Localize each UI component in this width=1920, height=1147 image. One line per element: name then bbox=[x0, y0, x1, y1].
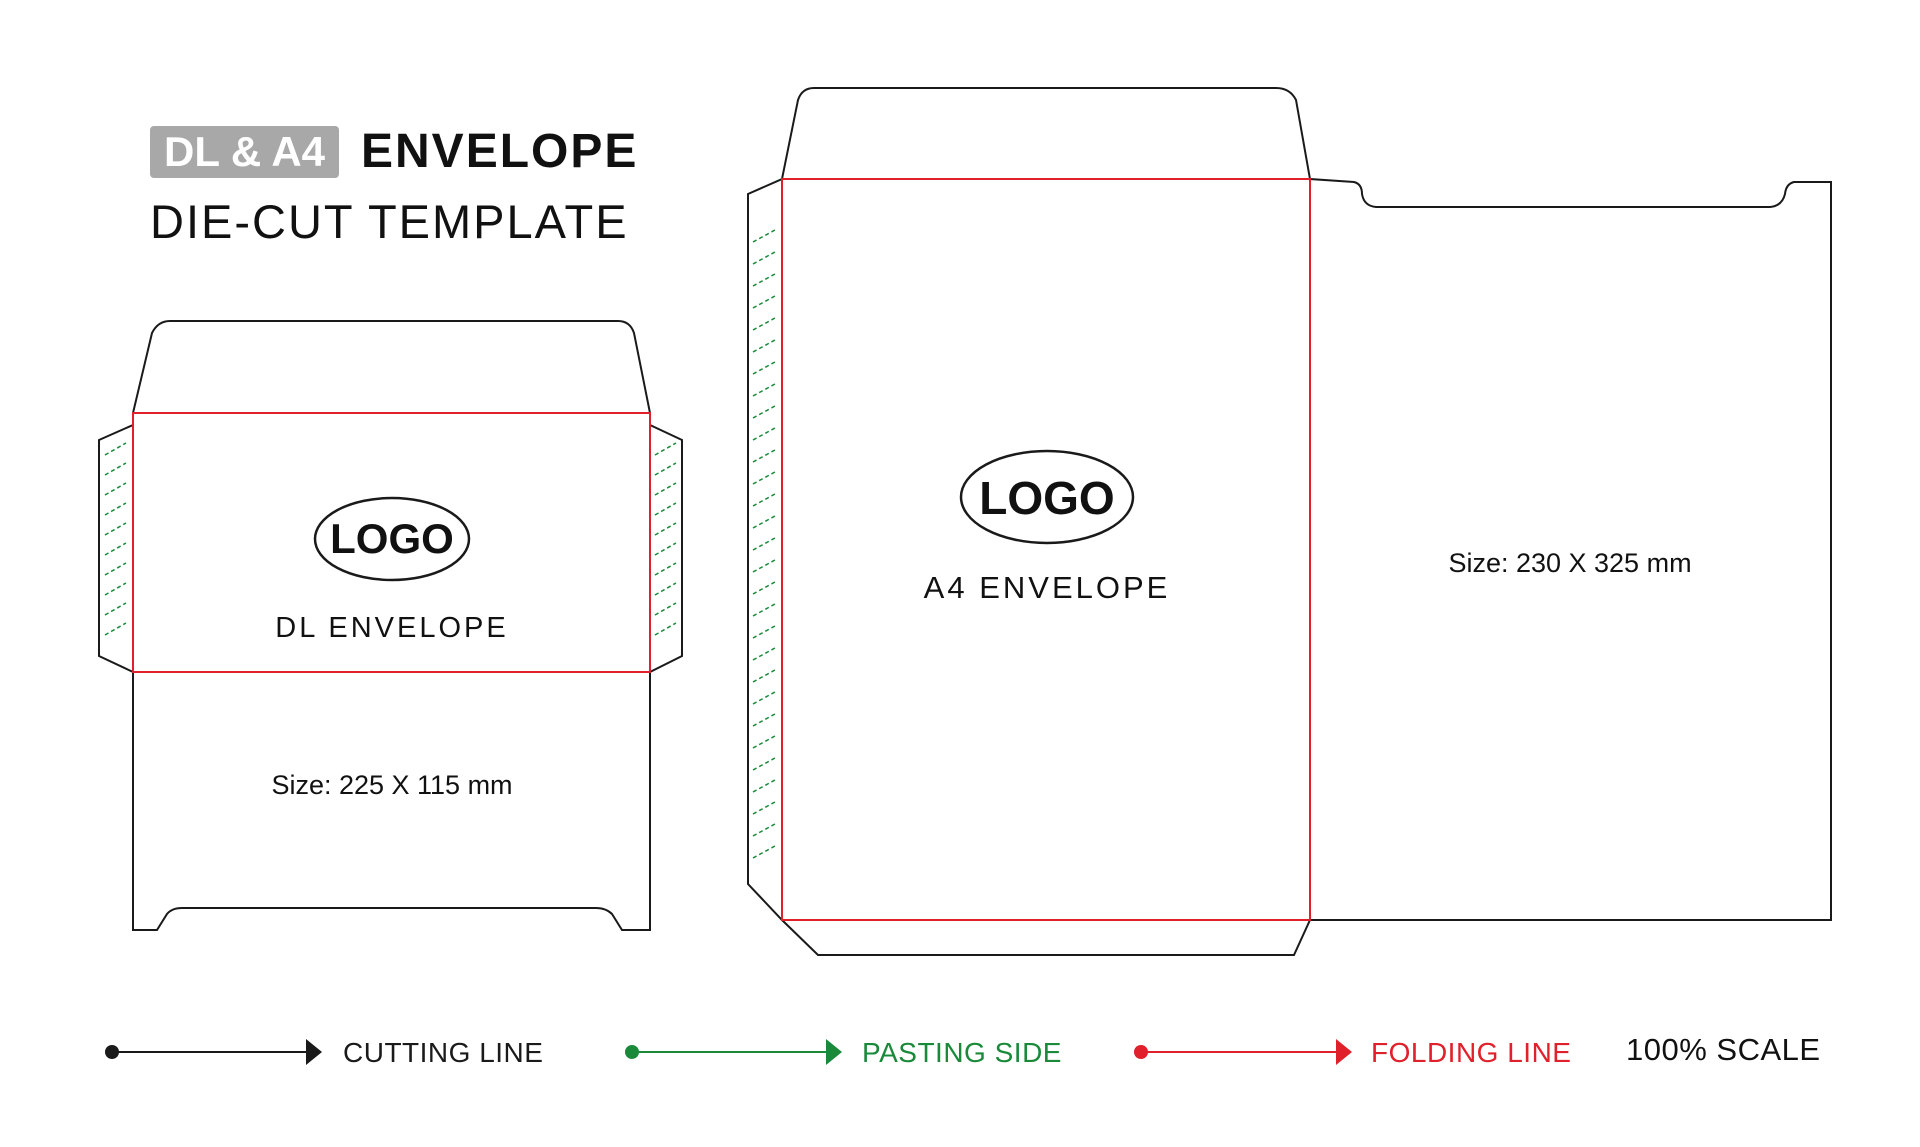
scale-label: 100% SCALE bbox=[1626, 1032, 1821, 1067]
dl-logo-text: LOGO bbox=[330, 515, 454, 562]
dl-cut-line bbox=[98, 320, 683, 931]
a4-fold-line bbox=[781, 178, 1311, 921]
title-badge: DL & A4 bbox=[150, 126, 340, 178]
dl-logo-ellipse bbox=[313, 496, 471, 582]
a4-envelope-template bbox=[747, 87, 1832, 956]
dl-paste-right bbox=[654, 442, 677, 636]
a4-logo-text: LOGO bbox=[979, 472, 1115, 524]
legend-pasting-arrow bbox=[625, 1039, 842, 1065]
dl-envelope-size: Size: 225 X 115 mm bbox=[271, 770, 513, 800]
a4-envelope-name: A4 ENVELOPE bbox=[923, 570, 1171, 605]
dl-envelope-template bbox=[98, 320, 683, 931]
legend-cutting-arrow bbox=[105, 1039, 322, 1065]
a4-logo-ellipse bbox=[959, 449, 1135, 545]
page-title: ENVELOPE bbox=[361, 125, 639, 178]
legend-cutting-label: CUTTING LINE bbox=[343, 1037, 544, 1068]
page-subtitle: DIE-CUT TEMPLATE bbox=[150, 195, 629, 248]
a4-envelope-size: Size: 230 X 325 mm bbox=[1448, 548, 1692, 578]
dl-paste-left bbox=[104, 442, 127, 636]
dl-envelope-name: DL ENVELOPE bbox=[275, 612, 509, 644]
legend-folding-arrow bbox=[1134, 1039, 1352, 1065]
dl-fold-line bbox=[132, 412, 651, 673]
legend-folding-label: FOLDING LINE bbox=[1371, 1037, 1572, 1068]
legend-pasting-label: PASTING SIDE bbox=[862, 1037, 1062, 1068]
a4-paste-left bbox=[752, 229, 776, 859]
a4-cut-line bbox=[747, 87, 1832, 956]
